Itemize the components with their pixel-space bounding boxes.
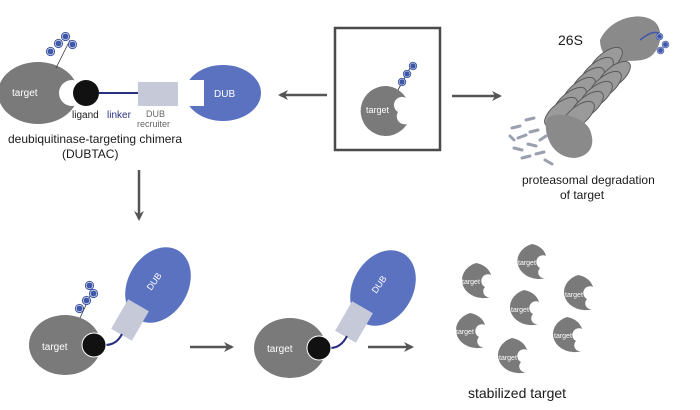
proteasome: [544, 16, 670, 158]
degradation-label-line2: of target: [560, 188, 605, 202]
complex1-ligand: [81, 332, 107, 358]
stabilized-target-item: target: [563, 275, 593, 311]
stabilized-target-item: target: [461, 263, 491, 299]
dubtac-dub-label: DUB: [214, 89, 235, 100]
complex2-recruiter: [335, 301, 373, 343]
svg-text:target: target: [462, 279, 480, 286]
recruiter-label-line2: recruiter: [137, 119, 170, 129]
complex1-recruiter: [111, 299, 149, 341]
complex2-linker: [329, 335, 348, 349]
center-ubiquitin-chain: [397, 61, 418, 91]
peptide-fragments: [508, 116, 554, 166]
stabilized-target-item: target: [552, 317, 582, 353]
complex1-target-label: target: [42, 342, 68, 353]
chimera-title-line1: deubiquitinase-targeting chimera: [8, 132, 182, 146]
dubtac-ubiquitin-chain: [45, 31, 78, 69]
stabilized-target-item: target: [517, 244, 546, 279]
linker-label: linker: [107, 110, 132, 121]
recruiter-label-line1: DUB: [146, 109, 165, 119]
center-target: target: [360, 85, 407, 136]
svg-text:target: target: [511, 307, 529, 314]
dubtac-recruiter: [138, 82, 178, 106]
center-frame: [333, 26, 442, 152]
stabilized-target-item: target: [455, 313, 485, 349]
dubtac-ligand: [73, 80, 99, 106]
complex1-dub: DUB: [125, 247, 191, 323]
svg-text:target: target: [456, 329, 474, 336]
complex2-ligand: [306, 335, 332, 361]
complex1-linker: [104, 333, 123, 346]
complex2-target-label: target: [267, 344, 293, 355]
center-target-label: target: [366, 105, 390, 115]
svg-text:target: target: [499, 355, 517, 362]
stabilized-target-item: target: [509, 290, 539, 326]
chimera-title-line2: (DUBTAC): [62, 147, 118, 161]
svg-text:target: target: [554, 333, 572, 340]
svg-text:target: target: [565, 292, 583, 299]
complex2-dub: DUB: [350, 250, 416, 326]
proteasome-label: 26S: [558, 32, 583, 48]
stabilized-target-item: target: [497, 338, 527, 374]
stabilized-label: stabilized target: [468, 385, 566, 401]
stabilized-targets: target target target target target targe…: [455, 244, 593, 374]
svg-text:target: target: [518, 260, 536, 267]
complex2-target: target: [254, 318, 326, 378]
degradation-label-line1: proteasomal degradation: [522, 173, 655, 187]
dubtac-dub: DUB: [178, 65, 261, 121]
dubtac-target-label: target: [12, 88, 38, 99]
complex1-ubiquitin-chain: [74, 280, 99, 319]
complex1-target: target: [29, 315, 101, 375]
ligand-label: ligand: [72, 110, 99, 121]
